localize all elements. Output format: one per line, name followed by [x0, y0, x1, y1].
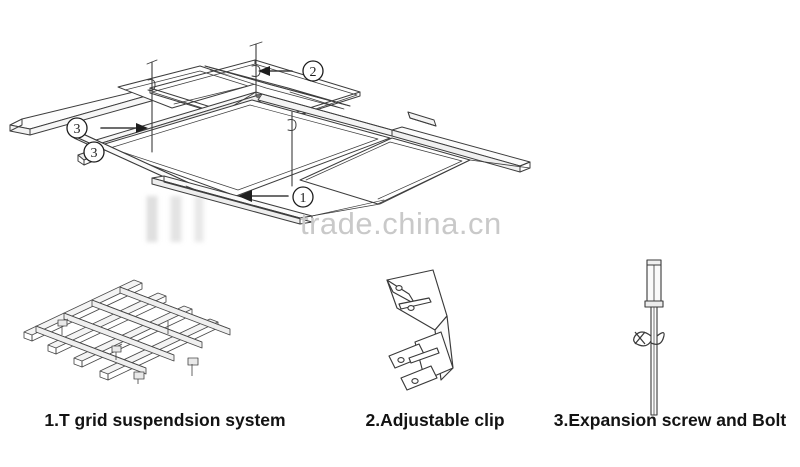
- clip-lower-slot: [408, 347, 440, 364]
- wire-tie: [633, 331, 665, 347]
- clip-hole-1: [395, 285, 403, 291]
- ceiling-grid-assembly-diagram: 1 2 3 3: [9, 41, 531, 225]
- adjustable-clip-icon: [375, 268, 495, 408]
- clip-hole-4: [411, 378, 419, 384]
- callout-3b-label: 3: [91, 146, 98, 161]
- callout-3a-leader: [100, 123, 148, 133]
- clip-lower-tab-b: [400, 365, 438, 391]
- part-1-caption: 1.T grid suspendsion system: [44, 410, 286, 430]
- hanger-wire-left: [146, 59, 158, 153]
- part-item-1: 1.T grid suspendsion system: [0, 252, 330, 467]
- callout-3b: [83, 141, 105, 163]
- callout-2-leader: [258, 66, 293, 76]
- part-2-caption: 2.Adjustable clip: [365, 410, 505, 430]
- callout-3a-label: 3: [74, 122, 81, 137]
- clip-upper-slot: [398, 297, 432, 310]
- callout-1-label: 1: [300, 191, 307, 206]
- hanger-wire-top: [249, 41, 263, 97]
- right-wing-rail: [299, 126, 531, 219]
- callout-3a: [66, 117, 88, 139]
- callout-2-label: 2: [310, 65, 317, 80]
- callout-2: [302, 60, 324, 82]
- anchor-head: [646, 259, 662, 266]
- callout-1: [292, 186, 314, 208]
- callout-1-leader: [238, 190, 289, 202]
- clip-hole-3: [397, 357, 405, 363]
- far-right-rail-stub: [407, 111, 437, 127]
- part-item-2: 2.Adjustable clip: [330, 252, 540, 467]
- anchor-collar: [644, 300, 664, 308]
- grid-hangers: [57, 318, 199, 384]
- part-3-caption: 3.Expansion screw and Bolt: [553, 410, 787, 430]
- t-grid-lattice-icon: [18, 272, 248, 402]
- clip-hole-2: [407, 305, 415, 311]
- parts-row: 1.T grid suspendsion system: [0, 252, 800, 467]
- expansion-screw-bolt-icon: [605, 252, 725, 422]
- cross-tees: [35, 286, 231, 375]
- tile-panel-centre: [97, 99, 391, 197]
- tile-panel-top-right: [204, 65, 351, 110]
- hanger-wire-right: [287, 111, 297, 187]
- watermark-text: trade.china.cn: [300, 206, 502, 241]
- main-runners: [23, 279, 240, 381]
- part-item-3: 3.Expansion screw and Bolt: [540, 252, 800, 467]
